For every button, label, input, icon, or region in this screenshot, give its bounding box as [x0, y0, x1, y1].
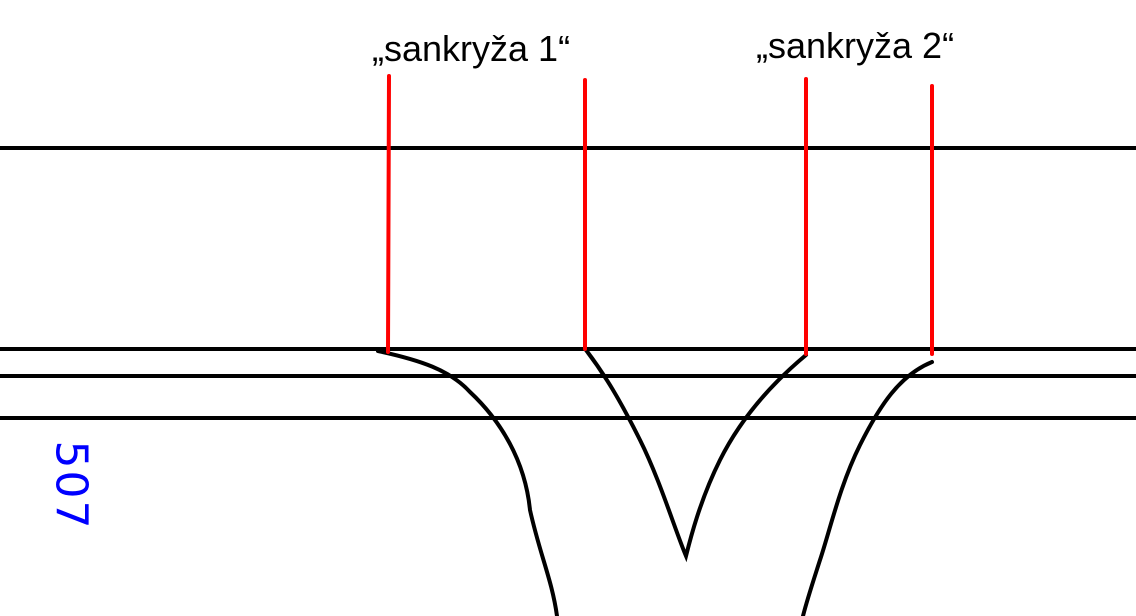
branch-curve-v [584, 348, 808, 563]
crossover-2-label: „sankryža 2“ [756, 25, 955, 66]
branch-curve-2 [801, 360, 934, 616]
marker-line-1a [386, 74, 391, 354]
crossover-1-label: „sankryža 1“ [372, 28, 571, 69]
side-note: 507 [45, 440, 97, 531]
branch-curve-1 [376, 349, 559, 616]
